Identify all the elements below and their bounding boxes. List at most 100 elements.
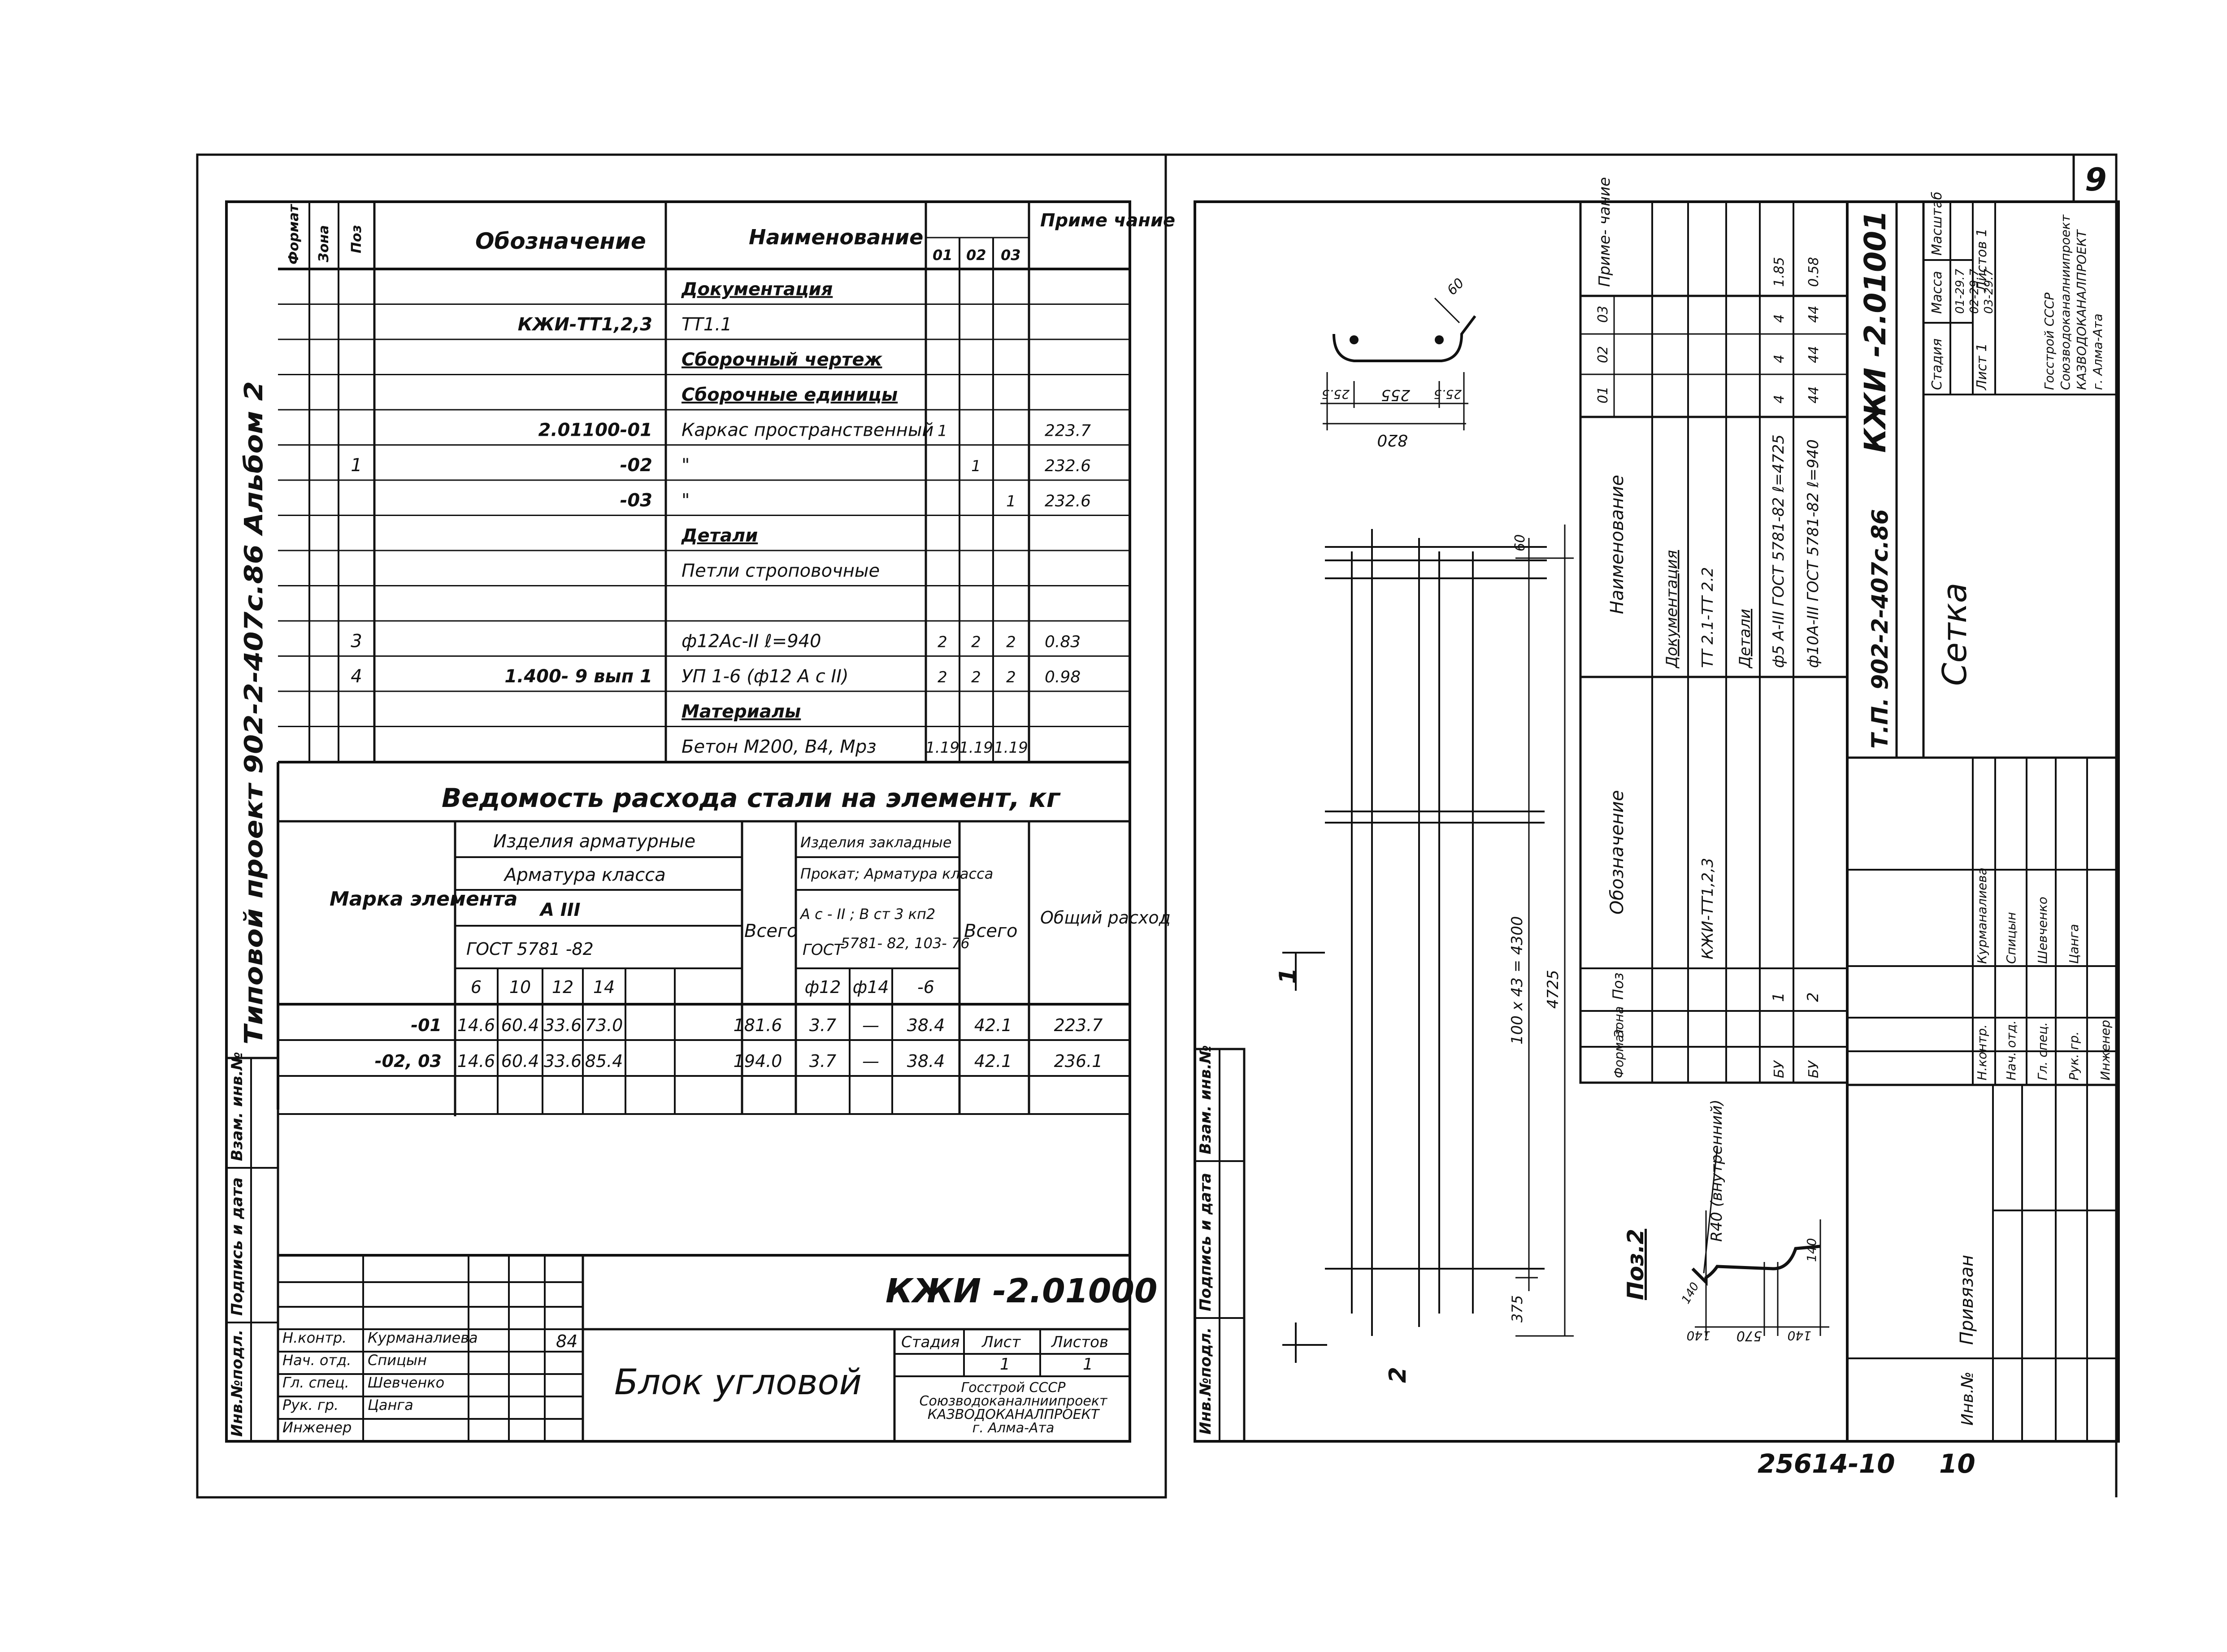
right-spec-row-pos: 1 [1770, 992, 1788, 1002]
left-spec-row-designation: КЖИ-ТТ1,2,3 [518, 314, 652, 335]
steel-rebar-gost: ГОСТ 5781 -82 [466, 939, 594, 959]
right-spec-col-format: Формат [1611, 1027, 1626, 1078]
steel-row-sum2: 42.1 [974, 1015, 1012, 1035]
left-role-label: Гл. спец. [282, 1374, 349, 1391]
right-spec-table: Приме- чание 01 02 03 Наименование Обозн… [1579, 177, 1849, 1084]
pos2-dim-570: 570 [1736, 1328, 1762, 1344]
right-scale-label: Масштаб [1929, 191, 1945, 256]
steel-embed-sub: Прокат; Арматура класса [800, 865, 993, 882]
left-spec-row-name: Каркас пространственный [682, 420, 933, 441]
right-role-label: Рук. гр. [2066, 1031, 2081, 1080]
steel-rebar-diam: 6 [471, 977, 482, 997]
steel-row-mark: -01 [411, 1015, 442, 1035]
pos2-label: Поз.2 [1623, 1229, 1649, 1300]
left-spec-table: Формат Зона Поз Обозначение Наименование… [278, 200, 1175, 763]
steel-row-e6: 38.4 [907, 1015, 945, 1035]
left-spec-row-pos: 4 [351, 666, 362, 687]
right-stage-label: Стадия [1929, 338, 1945, 390]
left-role-person: Цанга [368, 1396, 413, 1414]
left-sheets-num: 1 [1083, 1355, 1093, 1374]
left-spec-row-q2: 2 [971, 633, 981, 651]
left-spec-row-note: 0.98 [1045, 668, 1081, 686]
right-org-line: Госстрой СССР [2042, 293, 2057, 390]
left-spec-row-note: 223.7 [1045, 422, 1091, 440]
left-spec-row-pos: 1 [351, 455, 362, 476]
dim-60-top: 60 [1444, 275, 1467, 299]
steel-total2-header: Всего [964, 921, 1018, 941]
left-sheet: Типовой проект 902-2-407с.86 Альбом 2 Фо… [196, 153, 1175, 1499]
right-spec-row-name: Документация [1663, 550, 1681, 669]
left-stamp-replace: Взам. инв.№ [228, 1052, 246, 1161]
right-spec-row-q2: 44 [1806, 346, 1822, 363]
steel-rebar-class: А III [539, 900, 581, 920]
steel-row-d6: 14.6 [457, 1051, 495, 1071]
right-spec-row-format: БУ [1806, 1060, 1822, 1078]
right-drawing-code: КЖИ -2.01001 [1858, 210, 1893, 453]
steel-row-total: 223.7 [1054, 1015, 1103, 1035]
steel-row-d10: 60.4 [501, 1051, 539, 1071]
left-role-label: Рук. гр. [282, 1396, 339, 1414]
left-side-project-title: Типовой проект 902-2-407с.86 Альбом 2 [239, 381, 269, 1045]
left-spec-row-note: 232.6 [1045, 457, 1091, 475]
left-spec-row-name: Петли строповочные [682, 561, 880, 581]
dim-4300: 100 x 43 = 4300 [1508, 916, 1526, 1045]
steel-total1-header: Всего [744, 921, 798, 941]
right-stamp-sign: Подпись и дата [1197, 1173, 1215, 1311]
right-org-line: Союзводоканалниипроект [2058, 214, 2073, 390]
left-role-person: Шевченко [368, 1374, 444, 1391]
right-stamp-replace: Взам. инв.№ [1197, 1045, 1215, 1154]
left-spec-row-designation: 2.01100-01 [538, 420, 652, 441]
left-spec-row-q3: 1.19 [994, 739, 1028, 757]
right-spec-col-pos: Поз [1610, 972, 1627, 1000]
steel-row-sum2: 42.1 [974, 1051, 1012, 1071]
left-spec-row-pos: 3 [351, 631, 362, 652]
right-spec-row-q3: 4 [1771, 314, 1787, 323]
right-role-person: Спицын [2004, 912, 2019, 964]
left-spec-row-q2: 1.19 [959, 739, 993, 757]
right-spec-col-name: Наименование [1607, 475, 1628, 614]
right-title-block: КЖИ -2.01001 Т.П. 902-2-407с.86 Сетка Ст… [1846, 191, 2118, 1441]
left-spec-row-designation: -02 [620, 455, 652, 476]
left-spec-row-q1: 1 [938, 422, 947, 440]
right-spec-row-note: 0.58 [1806, 257, 1822, 287]
left-org-line: Госстрой СССР [961, 1380, 1066, 1396]
steel-row-d14: 73.0 [585, 1015, 623, 1035]
steel-rebar-diam: 10 [509, 977, 531, 997]
steel-embed-diam: ф14 [853, 977, 889, 997]
left-sheets-label: Листов [1051, 1333, 1108, 1351]
steel-rebar-diam: 14 [593, 977, 615, 997]
right-spec-row-q1: 4 [1771, 395, 1787, 403]
steel-row-e14: — [862, 1015, 879, 1035]
right-spec-row-name: ф5 А-III ГОСТ 5781-82 ℓ=4725 [1770, 434, 1788, 668]
right-sheet: 9 Инв.№подл. Подпись и дата Взам. инв.№ … [1161, 153, 2120, 1497]
steel-row-e12: 3.7 [809, 1015, 836, 1035]
dim-375: 375 [1509, 1295, 1526, 1322]
pos-mark-2: 2 [1385, 1367, 1411, 1383]
dim-4725: 4725 [1544, 970, 1562, 1009]
right-spec-row-designation: КЖИ-ТТ1,2,3 [1699, 858, 1717, 959]
steel-row-sum1: 194.0 [734, 1051, 782, 1071]
left-role-person: Курманалиева [368, 1329, 478, 1346]
left-element-name: Блок угловой [614, 1362, 862, 1403]
left-spec-row-q1: 1.19 [925, 739, 959, 757]
left-spec-row-name: Бетон М200, В4, Мрз [682, 737, 876, 757]
steel-row-d14: 85.4 [585, 1051, 623, 1071]
dim-255-mid: 255 [1381, 386, 1410, 404]
left-stage-label: Стадия [901, 1333, 959, 1351]
right-sheet-label: Лист 1 [1974, 343, 1990, 390]
steel-row-d6: 14.6 [457, 1015, 495, 1035]
steel-embed-diam: -6 [917, 977, 934, 997]
right-mass-3: 03-29.7 [1982, 269, 1996, 314]
right-org-line: г. Алма-Ата [2090, 313, 2105, 390]
pos2-dim-140-right: 140 [1788, 1328, 1811, 1343]
left-spec-row-name: Детали [681, 525, 758, 546]
left-sheet-num: 1 [1000, 1355, 1010, 1374]
left-spec-col-qty-02: 02 [966, 247, 986, 264]
left-spec-row-note: 0.83 [1045, 633, 1081, 651]
steel-embed-group: Изделия закладные [800, 834, 951, 851]
pos2-dim-140-bend: 140 [1679, 1280, 1702, 1306]
steel-mark-header-text: Марка элемента [330, 888, 517, 911]
left-org-line: Союзводоканалниипроект [920, 1393, 1108, 1409]
left-spec-row-q1: 2 [938, 633, 947, 651]
